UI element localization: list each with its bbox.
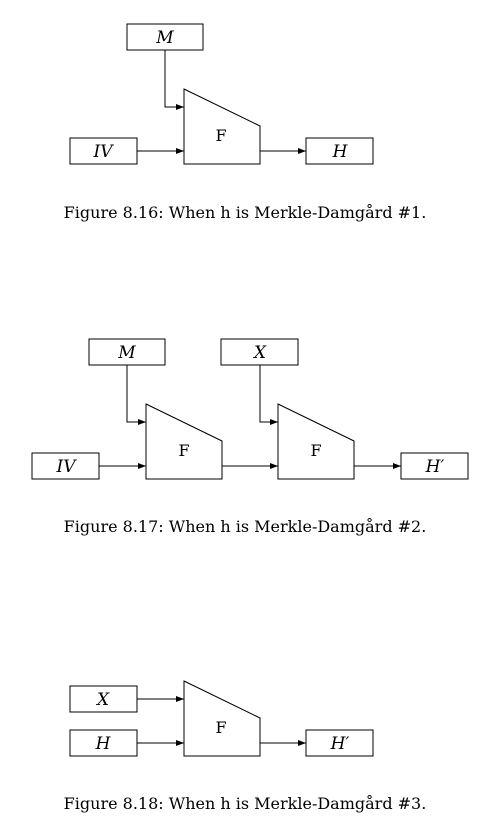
box-h-prime <box>400 452 469 480</box>
box-iv <box>69 137 138 165</box>
figure-8-18: X H F H′ Figure 8.18: When h is Merkle-D… <box>64 680 427 813</box>
compression-block-f-2 <box>277 403 355 480</box>
box-m <box>126 23 204 51</box>
box-h-prime-label: H′ <box>330 734 350 754</box>
figure-8-16: M IV F H Figure 8.16: When h is Merkle-D… <box>64 23 427 222</box>
box-m-label: M <box>155 28 174 48</box>
arrow-m-to-f <box>164 50 184 110</box>
box-h-label: H <box>332 142 349 162</box>
box-iv <box>31 452 100 480</box>
compression-block-f <box>183 88 261 165</box>
block-f-label: F <box>215 718 226 737</box>
box-x <box>220 338 299 366</box>
figure-caption: Figure 8.17: When h is Merkle-Damgård #2… <box>64 517 427 536</box>
box-h-prime-label: H′ <box>425 457 445 477</box>
figure-caption: Figure 8.16: When h is Merkle-Damgård #1… <box>64 203 427 222</box>
box-h <box>69 729 138 757</box>
box-h-prime <box>305 729 374 757</box>
figure-8-17: M X IV F F H′ Figure 8.17: When h is Mer… <box>31 338 469 536</box>
compression-block-f-1 <box>145 403 223 480</box>
block-f-label: F <box>215 126 226 145</box>
box-iv-label: IV <box>93 142 115 162</box>
box-x-label: X <box>95 690 110 710</box>
block-f-label: F <box>310 441 321 460</box>
arrow-m-to-f1 <box>126 365 146 425</box>
box-m-label: M <box>117 343 136 363</box>
compression-block-f <box>183 680 261 757</box>
box-h <box>305 137 374 165</box>
arrow-x-to-f2 <box>259 365 278 425</box>
box-h-label: H <box>95 734 112 754</box>
figure-caption: Figure 8.18: When h is Merkle-Damgård #3… <box>64 794 427 813</box>
box-x-label: X <box>252 343 267 363</box>
block-f-label: F <box>178 441 189 460</box>
box-iv-label: IV <box>56 457 78 477</box>
